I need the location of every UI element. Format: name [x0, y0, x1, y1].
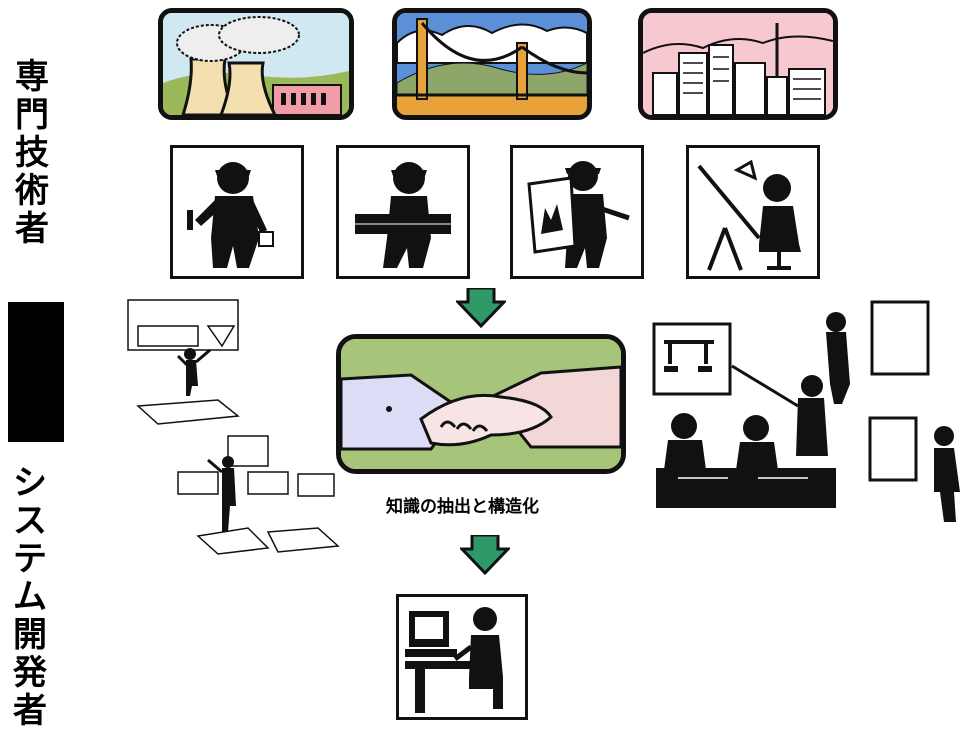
bridge-icon — [397, 13, 587, 115]
computer-user-icon — [405, 607, 503, 713]
worker-carrier — [336, 145, 470, 279]
carrier-icon — [355, 162, 451, 268]
worker-drafter — [686, 145, 820, 279]
handshake-scene — [336, 334, 626, 474]
arrow-down-icon — [456, 288, 506, 328]
computer-user-frame — [396, 594, 528, 720]
mechanic-icon — [187, 162, 274, 268]
factory-scene — [158, 8, 354, 120]
divider-bar — [8, 302, 64, 442]
drafter-icon — [697, 159, 801, 271]
bridge-scene — [392, 8, 592, 120]
inspector-icon — [527, 161, 630, 268]
worker-inspector — [510, 145, 644, 279]
developer-label: システム開発者 — [13, 463, 47, 731]
city-icon — [643, 13, 833, 115]
factory-icon — [163, 13, 349, 115]
specialist-label: 専門技術者 — [15, 57, 49, 249]
worker-mechanic — [170, 145, 304, 279]
presentation-meeting-icon — [652, 300, 960, 522]
city-scene — [638, 8, 838, 120]
brainstorm-figures-icon — [127, 299, 340, 555]
caption-knowledge: 知識の抽出と構造化 — [386, 497, 539, 517]
arrow-down-icon — [460, 535, 510, 575]
handshake-icon — [341, 339, 621, 469]
